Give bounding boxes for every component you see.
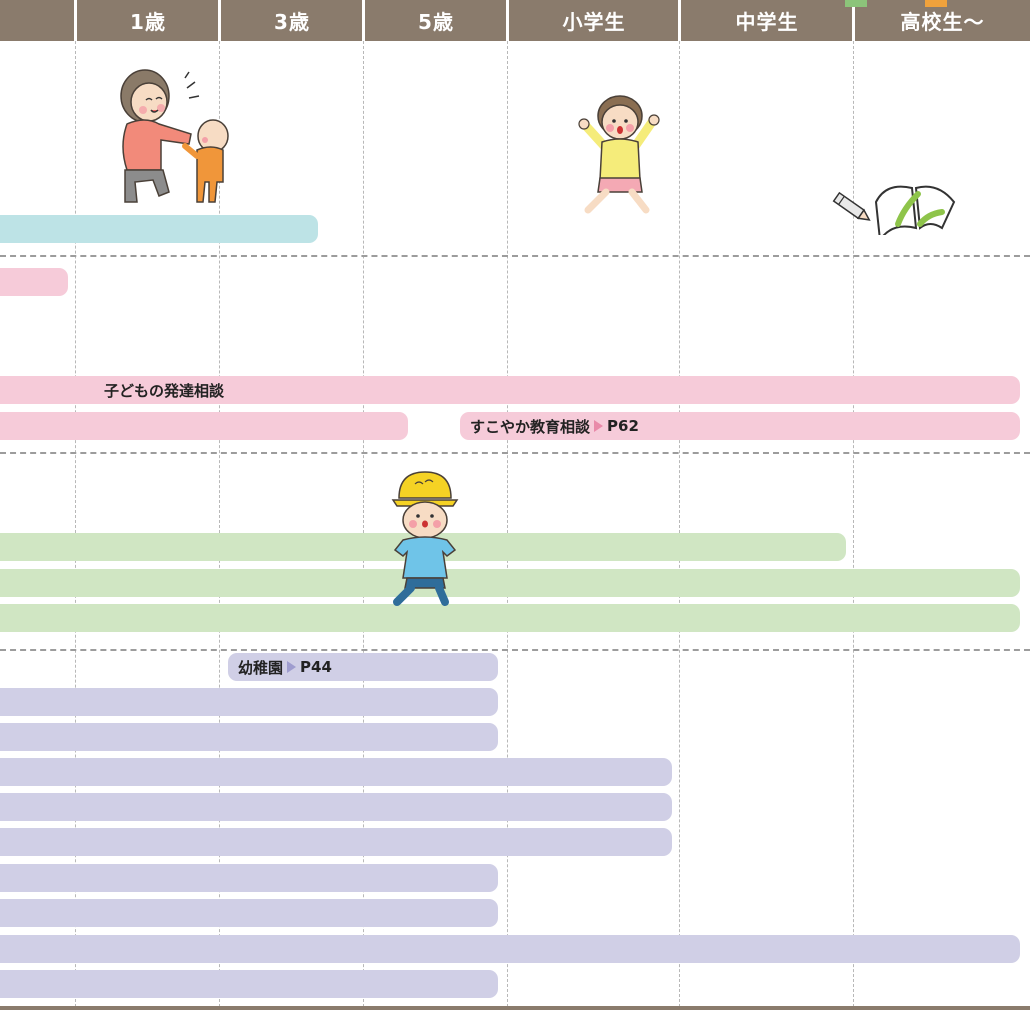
child-development-consultation-label: 子どもの発達相談	[104, 381, 225, 400]
header-divider	[74, 0, 77, 41]
header-divider	[506, 0, 509, 41]
age-header: 1歳 3歳 5歳 小学生 中学生 高校生〜	[0, 0, 1030, 41]
column-gridline	[219, 41, 220, 1007]
header-divider	[218, 0, 221, 41]
page-reference-arrow-icon	[287, 661, 297, 673]
header-col-5: 5歳	[418, 10, 454, 34]
column-gridline	[853, 41, 854, 1007]
page-reference[interactable]: P44	[300, 658, 332, 676]
service-bar[interactable]	[0, 412, 408, 440]
column-gridline	[363, 41, 364, 1007]
page-reference-arrow-icon	[594, 420, 604, 432]
section-divider	[0, 649, 1030, 651]
kindergarten-bar[interactable]: 幼稚園 P44	[228, 653, 498, 681]
column-gridline	[507, 41, 508, 1007]
service-bar[interactable]	[0, 935, 1020, 963]
service-bar[interactable]	[0, 268, 68, 296]
kindergartner-illustration	[391, 471, 459, 606]
column-gridline	[679, 41, 680, 1007]
service-bar[interactable]	[0, 688, 498, 716]
service-bar[interactable]	[0, 215, 318, 243]
header-divider	[678, 0, 681, 41]
header-col-3: 3歳	[274, 10, 310, 34]
header-divider	[362, 0, 365, 41]
service-bar[interactable]	[0, 569, 1020, 597]
mother-baby-illustration	[120, 69, 229, 203]
service-bar[interactable]	[0, 604, 1020, 632]
running-child-illustration	[578, 95, 660, 214]
bottom-border	[0, 1006, 1030, 1010]
child-development-consultation-bar[interactable]: 子どもの発達相談	[0, 376, 1020, 404]
kindergarten-label: 幼稚園	[238, 658, 284, 677]
service-bar[interactable]	[0, 793, 672, 821]
sukoyaka-education-consultation-bar[interactable]: すこやか教育相談 P62	[460, 412, 1020, 440]
service-bar[interactable]	[0, 899, 498, 927]
green-corner-tab	[845, 0, 867, 7]
service-bar[interactable]	[0, 864, 498, 892]
service-bar[interactable]	[0, 828, 672, 856]
service-bar[interactable]	[0, 723, 498, 751]
service-bar[interactable]	[0, 758, 672, 786]
pencil-and-book-illustration	[832, 185, 956, 235]
header-col-1: 1歳	[130, 10, 166, 34]
orange-corner-tab	[925, 0, 947, 7]
header-col-junior-high: 中学生	[735, 10, 799, 34]
section-divider	[0, 452, 1030, 454]
service-bar[interactable]	[0, 970, 498, 998]
header-col-elementary: 小学生	[562, 10, 626, 34]
section-divider	[0, 255, 1030, 257]
sukoyaka-education-consultation-label: すこやか教育相談	[470, 417, 591, 436]
column-gridline	[75, 41, 76, 1007]
page-reference[interactable]: P62	[607, 417, 639, 435]
header-divider	[852, 0, 855, 41]
header-col-high-school: 高校生〜	[900, 10, 985, 34]
